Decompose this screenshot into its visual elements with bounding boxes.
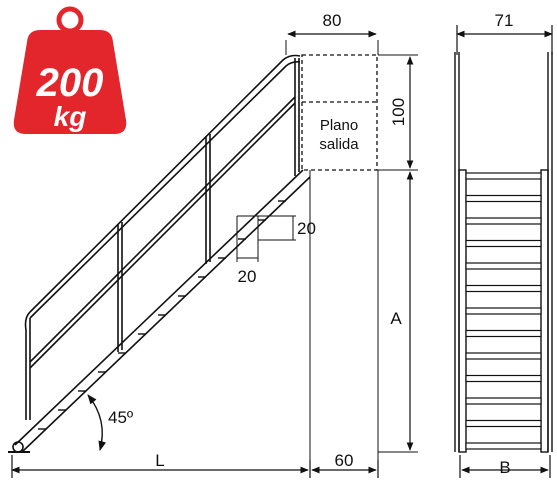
- front-step-tread: [465, 239, 542, 248]
- front-view-steps: [465, 172, 542, 450]
- weight-icon: 200 kg: [13, 6, 127, 134]
- step-marks: [38, 200, 286, 430]
- front-step-tread: [465, 442, 542, 450]
- front-step-tread: [465, 262, 542, 270]
- width-label: B: [499, 458, 510, 477]
- front-step-tread: [465, 419, 542, 428]
- step-rise-value: 20: [297, 219, 316, 238]
- angle-arc: [87, 394, 107, 451]
- front-step-tread: [465, 374, 542, 383]
- reference-lines: [285, 40, 418, 460]
- step-depth-value: 20: [238, 267, 257, 286]
- front-step-tread: [465, 397, 542, 405]
- front-step-tread: [465, 194, 542, 203]
- angle-value: 45º: [108, 408, 133, 427]
- front-step-tread: [465, 307, 542, 315]
- front-step-tread: [465, 352, 542, 360]
- side-width-value: 71: [495, 11, 514, 30]
- length-label: L: [155, 451, 164, 470]
- staircase-front-view: [454, 52, 553, 453]
- capacity-value: 200: [36, 61, 104, 105]
- staircase-side-view: [8, 54, 311, 453]
- front-step-tread: [465, 172, 542, 180]
- front-step-tread: [465, 217, 542, 225]
- front-step-tread: [465, 329, 542, 338]
- height-label: A: [390, 309, 402, 328]
- platform-label-line1: Plano: [320, 117, 358, 134]
- front-step-tread: [465, 284, 542, 293]
- step-detail: [236, 215, 296, 262]
- capacity-unit: kg: [54, 101, 87, 132]
- platform-height-value: 100: [389, 98, 408, 126]
- platform-label-line2: salida: [319, 136, 359, 153]
- exit-platform: [301, 54, 378, 171]
- platform-length-value: 80: [323, 11, 342, 30]
- base-extension-value: 60: [335, 451, 354, 470]
